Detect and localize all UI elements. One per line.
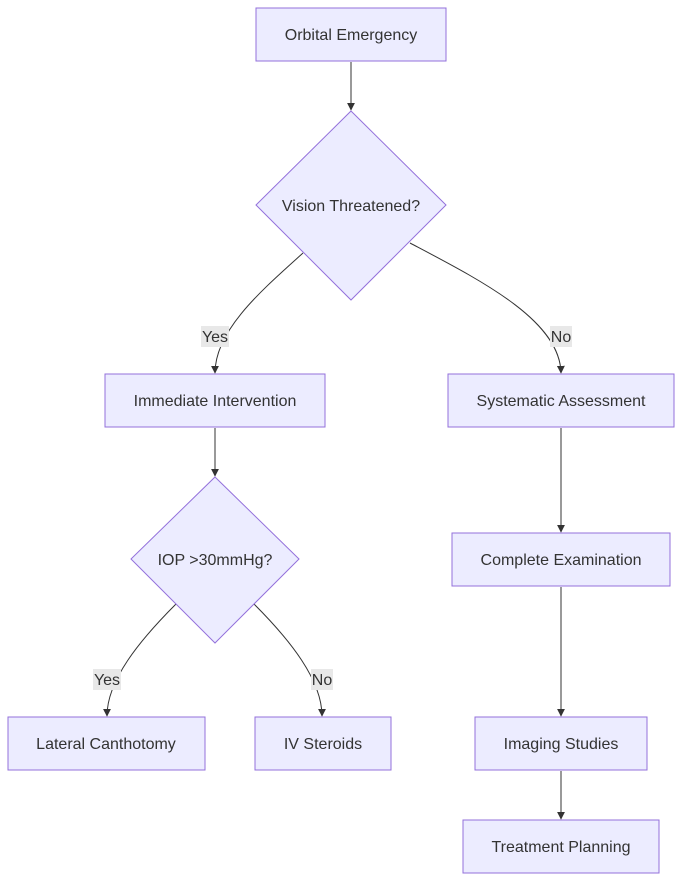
node-systematic-assessment-label: Systematic Assessment — [477, 393, 647, 410]
edge-label-vision-no: No — [550, 326, 572, 347]
edge-label-iop-no-text: No — [312, 672, 333, 689]
node-iv-steroids-label: IV Steroids — [284, 736, 362, 753]
node-lateral-canthotomy: Lateral Canthotomy — [7, 716, 206, 771]
edge-label-vision-yes-text: Yes — [202, 329, 228, 346]
node-vision-threatened: Vision Threatened? — [255, 110, 447, 301]
node-iv-steroids: IV Steroids — [254, 716, 392, 771]
edge-vision-to-systematic — [409, 242, 565, 374]
node-orbital-emergency: Orbital Emergency — [255, 7, 447, 62]
edge-label-iop-yes-text: Yes — [94, 672, 120, 689]
edge-label-iop-no: No — [311, 669, 333, 690]
node-treatment-planning: Treatment Planning — [462, 819, 660, 874]
edge-label-vision-no-text: No — [551, 329, 572, 346]
edge-iop-to-steroids — [253, 603, 326, 717]
node-orbital-emergency-label: Orbital Emergency — [285, 27, 418, 44]
node-imaging-studies-label: Imaging Studies — [504, 736, 619, 753]
node-complete-examination: Complete Examination — [451, 532, 671, 587]
node-treatment-planning-label: Treatment Planning — [491, 839, 630, 856]
edge-label-iop-yes: Yes — [93, 669, 121, 690]
node-systematic-assessment: Systematic Assessment — [447, 373, 675, 428]
node-iop-check: IOP >30mmHg? — [130, 476, 300, 644]
node-lateral-canthotomy-label: Lateral Canthotomy — [36, 736, 176, 753]
node-immediate-intervention-label: Immediate Intervention — [134, 393, 297, 410]
edge-vision-to-immediate — [211, 252, 304, 374]
edge-label-vision-yes: Yes — [201, 326, 229, 347]
node-iop-check-label: IOP >30mmHg? — [158, 552, 273, 569]
node-immediate-intervention: Immediate Intervention — [104, 373, 326, 428]
node-complete-examination-label: Complete Examination — [481, 552, 642, 569]
edge-iop-to-lateral — [103, 603, 177, 717]
node-imaging-studies: Imaging Studies — [474, 716, 648, 771]
node-vision-threatened-label: Vision Threatened? — [282, 198, 420, 215]
edges — [103, 62, 565, 820]
